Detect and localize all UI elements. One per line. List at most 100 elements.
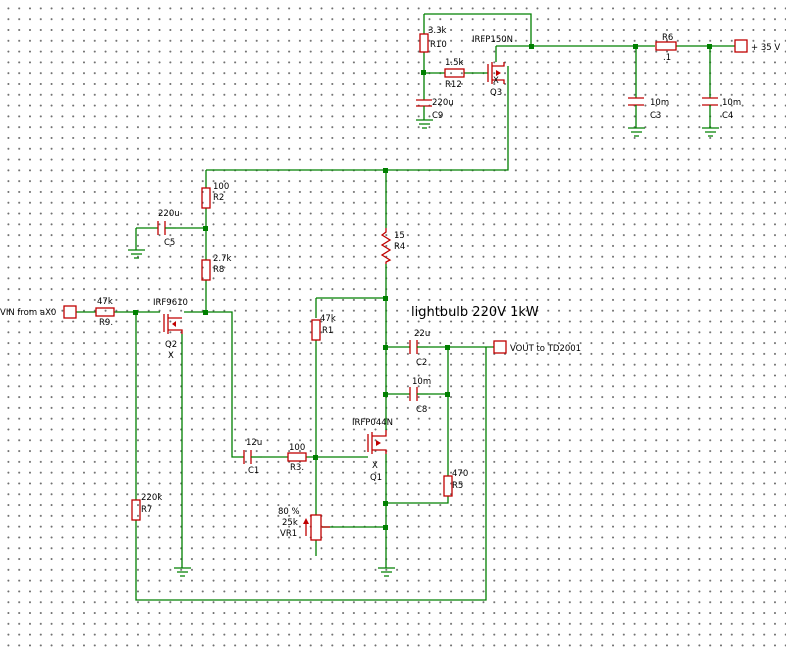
- r5-value: 470: [452, 469, 468, 479]
- junction: [633, 44, 638, 49]
- r6-value: .1: [663, 53, 671, 63]
- r5-ref: R5: [452, 481, 463, 491]
- r9-ref: R9.: [99, 318, 113, 328]
- resistor-r2: 100 R2: [201, 182, 229, 209]
- c3-ref: C3: [650, 111, 661, 121]
- ground-icon: [416, 119, 433, 129]
- resistor-r5: 470 R5: [443, 469, 468, 497]
- junction: [383, 501, 388, 506]
- c2-value: 22u: [414, 329, 430, 339]
- r12-ref: R12: [445, 80, 462, 90]
- ground-icon: [128, 249, 145, 259]
- potentiometer-vr1: 80 % 25k VR1: [278, 507, 330, 541]
- capacitor-c4: 10m C4: [702, 97, 741, 128]
- c1-value: 12u: [246, 438, 262, 448]
- mosfet-q2: IRF9610 Q2 X: [153, 298, 188, 361]
- ground-icon: [378, 567, 395, 577]
- resistor-r9: 47k R9.: [95, 297, 115, 328]
- junction: [445, 392, 450, 397]
- c8-value: 10m: [412, 377, 431, 387]
- input-label: VIN from aX0: [0, 308, 56, 318]
- ground-icon: [702, 127, 719, 137]
- r7-ref: R7: [141, 505, 152, 515]
- resistor-r8: 2.7k R8: [201, 254, 232, 281]
- mosfet-q1: IRFP044N X Q1: [352, 418, 393, 483]
- r4-value: 15: [394, 231, 405, 241]
- r10-value: 3.3k: [428, 26, 447, 36]
- c3-value: 10m: [650, 98, 669, 108]
- capacitor-c8: 10m C8: [409, 377, 431, 415]
- r8-value: 2.7k: [213, 254, 232, 264]
- resistor-r10: 3.3k R10: [419, 26, 447, 53]
- junctions: [133, 44, 712, 530]
- capacitor-c9: 220u C9: [416, 98, 454, 121]
- junction: [383, 168, 388, 173]
- q3-mark: X: [493, 76, 499, 86]
- supply-label: + 35 V: [751, 43, 780, 53]
- wires: [76, 13, 735, 601]
- junction: [529, 44, 534, 49]
- r2-ref: R2: [213, 193, 224, 203]
- junction: [313, 455, 318, 460]
- output-label: VOUT to TD2001: [510, 344, 581, 354]
- r7-value: 220k: [141, 493, 162, 503]
- supply-port[interactable]: + 35 V: [734, 39, 780, 53]
- resistor-r4: 15 R4: [380, 228, 405, 264]
- q1-ref: Q1: [370, 473, 382, 483]
- c9-ref: C9: [432, 111, 443, 121]
- q2-ref: Q2: [165, 340, 177, 350]
- q2-mark: X: [168, 351, 174, 361]
- junction: [707, 44, 712, 49]
- resistor-r1: 47k R1: [311, 314, 336, 341]
- c4-value: 10m: [722, 98, 741, 108]
- ground-icon: [628, 127, 645, 137]
- vr1-value: 25k: [282, 518, 298, 528]
- capacitor-c1: 12u C1: [243, 438, 262, 476]
- junction: [383, 525, 388, 530]
- mosfet-q3: IRFP150N X Q3: [472, 35, 513, 98]
- c8-ref: C8: [416, 405, 427, 415]
- r10-ref: R10: [430, 40, 447, 50]
- c4-ref: C4: [722, 111, 733, 121]
- input-port[interactable]: VIN from aX0: [0, 305, 77, 319]
- capacitor-c3: 10m C3: [628, 97, 669, 128]
- c2-ref: C2: [416, 358, 427, 368]
- vr1-setting: 80 %: [278, 507, 300, 517]
- r3-ref: R3.: [290, 463, 304, 473]
- r1-value: 47k: [320, 314, 336, 324]
- junction: [133, 310, 138, 315]
- r8-ref: R8: [213, 265, 224, 275]
- q1-mark: X: [372, 461, 378, 471]
- c1-ref: C1: [248, 466, 259, 476]
- q3-ref: Q3: [490, 88, 502, 98]
- resistor-r6: R6 .1: [655, 33, 677, 63]
- junction: [203, 226, 208, 231]
- resistor-r3: 100 R3.: [287, 443, 307, 473]
- ground-icon: [174, 567, 191, 577]
- junction: [383, 296, 388, 301]
- resistor-r12: 1.5k R12: [444, 58, 465, 90]
- c5-value: 220u: [158, 209, 180, 219]
- junction: [383, 392, 388, 397]
- q2-value: IRF9610: [153, 298, 188, 308]
- q1-value: IRFP044N: [352, 418, 393, 428]
- diagram-title: lightbulb 220V 1kW: [411, 305, 539, 320]
- r6-ref: R6: [662, 33, 673, 43]
- c9-value: 220u: [432, 98, 454, 108]
- output-port[interactable]: VOUT to TD2001: [493, 340, 581, 354]
- junction: [421, 70, 426, 75]
- r4-ref: R4: [394, 242, 405, 252]
- vr1-ref: VR1: [280, 529, 297, 539]
- capacitor-c5: 220u C5: [157, 209, 180, 248]
- r2-value: 100: [213, 182, 229, 192]
- r3-value: 100: [289, 443, 305, 453]
- r12-value: 1.5k: [445, 58, 464, 68]
- q3-value: IRFP150N: [472, 35, 513, 45]
- r9-value: 47k: [97, 297, 113, 307]
- r1-ref: R1: [322, 326, 333, 336]
- junction: [203, 310, 208, 315]
- junction: [445, 345, 450, 350]
- junction: [383, 345, 388, 350]
